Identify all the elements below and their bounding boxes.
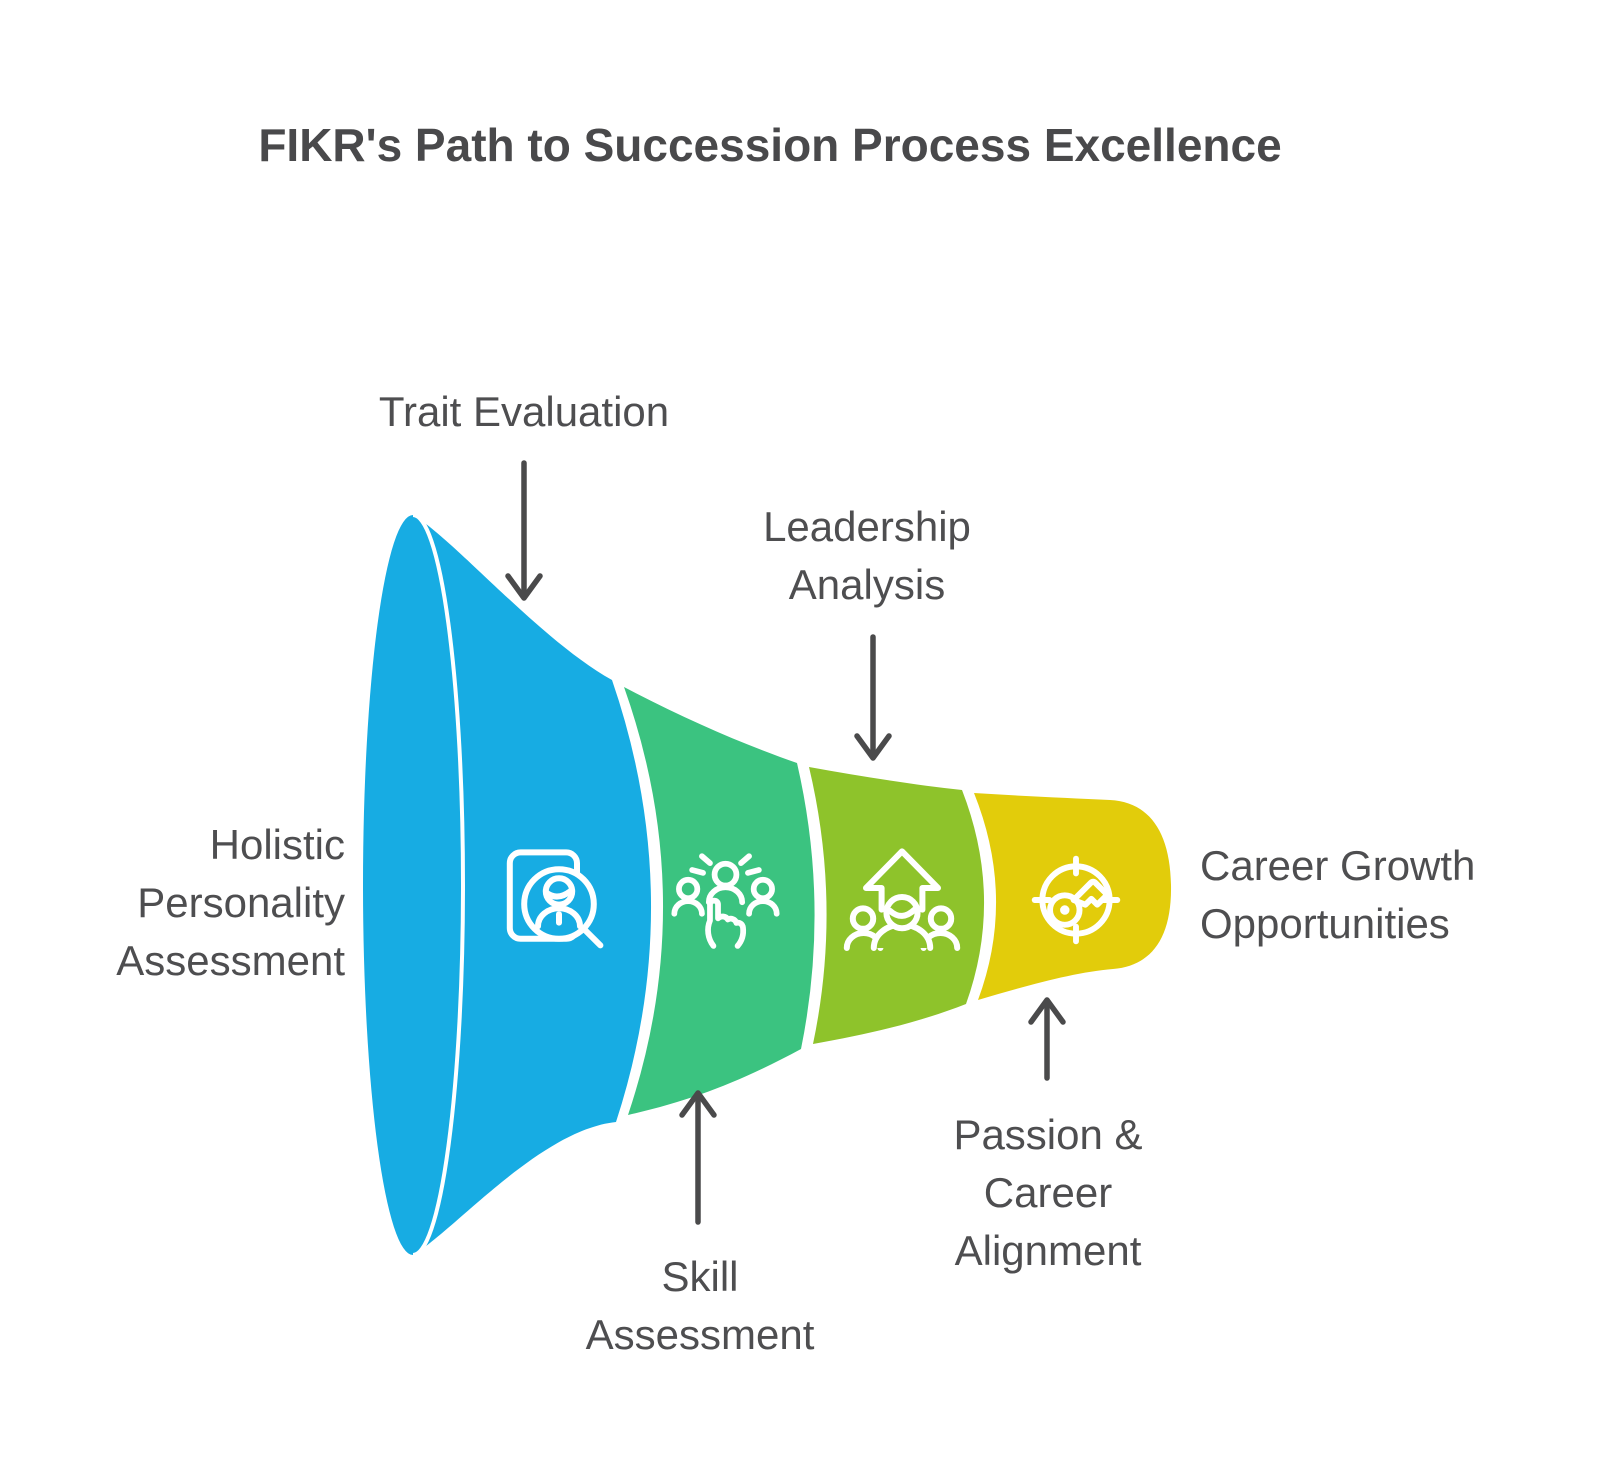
- label-leadership-analysis: Leadership Analysis: [763, 503, 971, 608]
- target-key-icon: [1031, 855, 1121, 945]
- funnel-mouth-rim: [412, 513, 465, 1257]
- label-trait-evaluation: Trait Evaluation: [378, 388, 670, 435]
- trait-evaluation-arrow: [505, 460, 543, 601]
- passion-career-arrow: [1028, 997, 1066, 1081]
- label-holistic-personality-assessment: Holistic Personality Assessment: [116, 821, 345, 984]
- label-passion-career-alignment: Passion & Career Alignment: [953, 1111, 1143, 1274]
- profile-search-icon: [506, 849, 604, 949]
- skill-assessment-arrow: [679, 1090, 717, 1225]
- label-skill-assessment: Skill Assessment: [585, 1253, 815, 1358]
- page-title: FIKR's Path to Succession Process Excell…: [258, 119, 1282, 171]
- people-selection-icon: [671, 853, 780, 949]
- label-career-growth-opportunities: Career Growth Opportunities: [1200, 842, 1476, 947]
- leadership-analysis-arrow: [854, 634, 892, 761]
- team-growth-arrow-icon: [843, 848, 961, 952]
